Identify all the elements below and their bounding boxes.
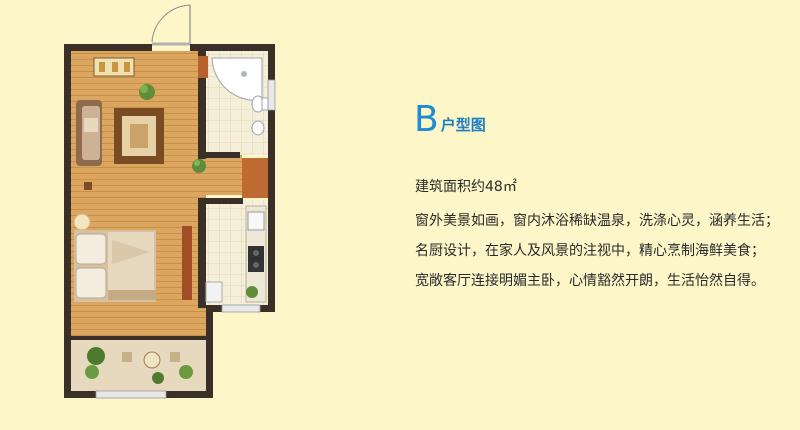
- plant-icon: [246, 286, 258, 298]
- floor-plan-title: B 户型图: [414, 102, 486, 138]
- shoe-cabinet: [198, 56, 208, 78]
- description-line: 名厨设计，在家人及风景的注视中，精心烹制海鲜美食；: [415, 243, 765, 259]
- dining-table: [93, 57, 135, 77]
- plant-icon: [139, 84, 155, 100]
- wardrobe-column: [242, 158, 268, 198]
- coffee-table: [114, 108, 164, 164]
- balcony-plants: [85, 347, 193, 384]
- small-clock-icon: [84, 182, 92, 190]
- entry-door: [151, 4, 191, 46]
- toilet-icon: [251, 95, 269, 113]
- sink-icon: [251, 120, 265, 136]
- area-label: 建筑面积约48㎡: [415, 179, 517, 195]
- plant-icon: [192, 159, 206, 173]
- type-letter: B: [414, 99, 439, 140]
- wardrobe: [182, 226, 192, 300]
- lamp-icon: [73, 213, 91, 231]
- hall-floor: [206, 155, 242, 195]
- sofa: [76, 100, 102, 166]
- type-label: 户型图: [440, 116, 486, 134]
- description-line: 宽敞客厅连接明媚主卧，心情豁然开朗，生活怡然自得。: [415, 273, 765, 289]
- kitchen-counter: [245, 205, 267, 303]
- description-block: 窗外美景如画，窗内沐浴稀缺温泉，洗涤心灵，涵养生活； 名厨设计，在家人及风景的注…: [415, 206, 800, 296]
- bed: [74, 230, 156, 302]
- fridge: [205, 281, 223, 303]
- description-line: 窗外美景如画，窗内沐浴稀缺温泉，洗涤心灵，涵养生活；: [415, 213, 779, 229]
- windows: [95, 79, 276, 399]
